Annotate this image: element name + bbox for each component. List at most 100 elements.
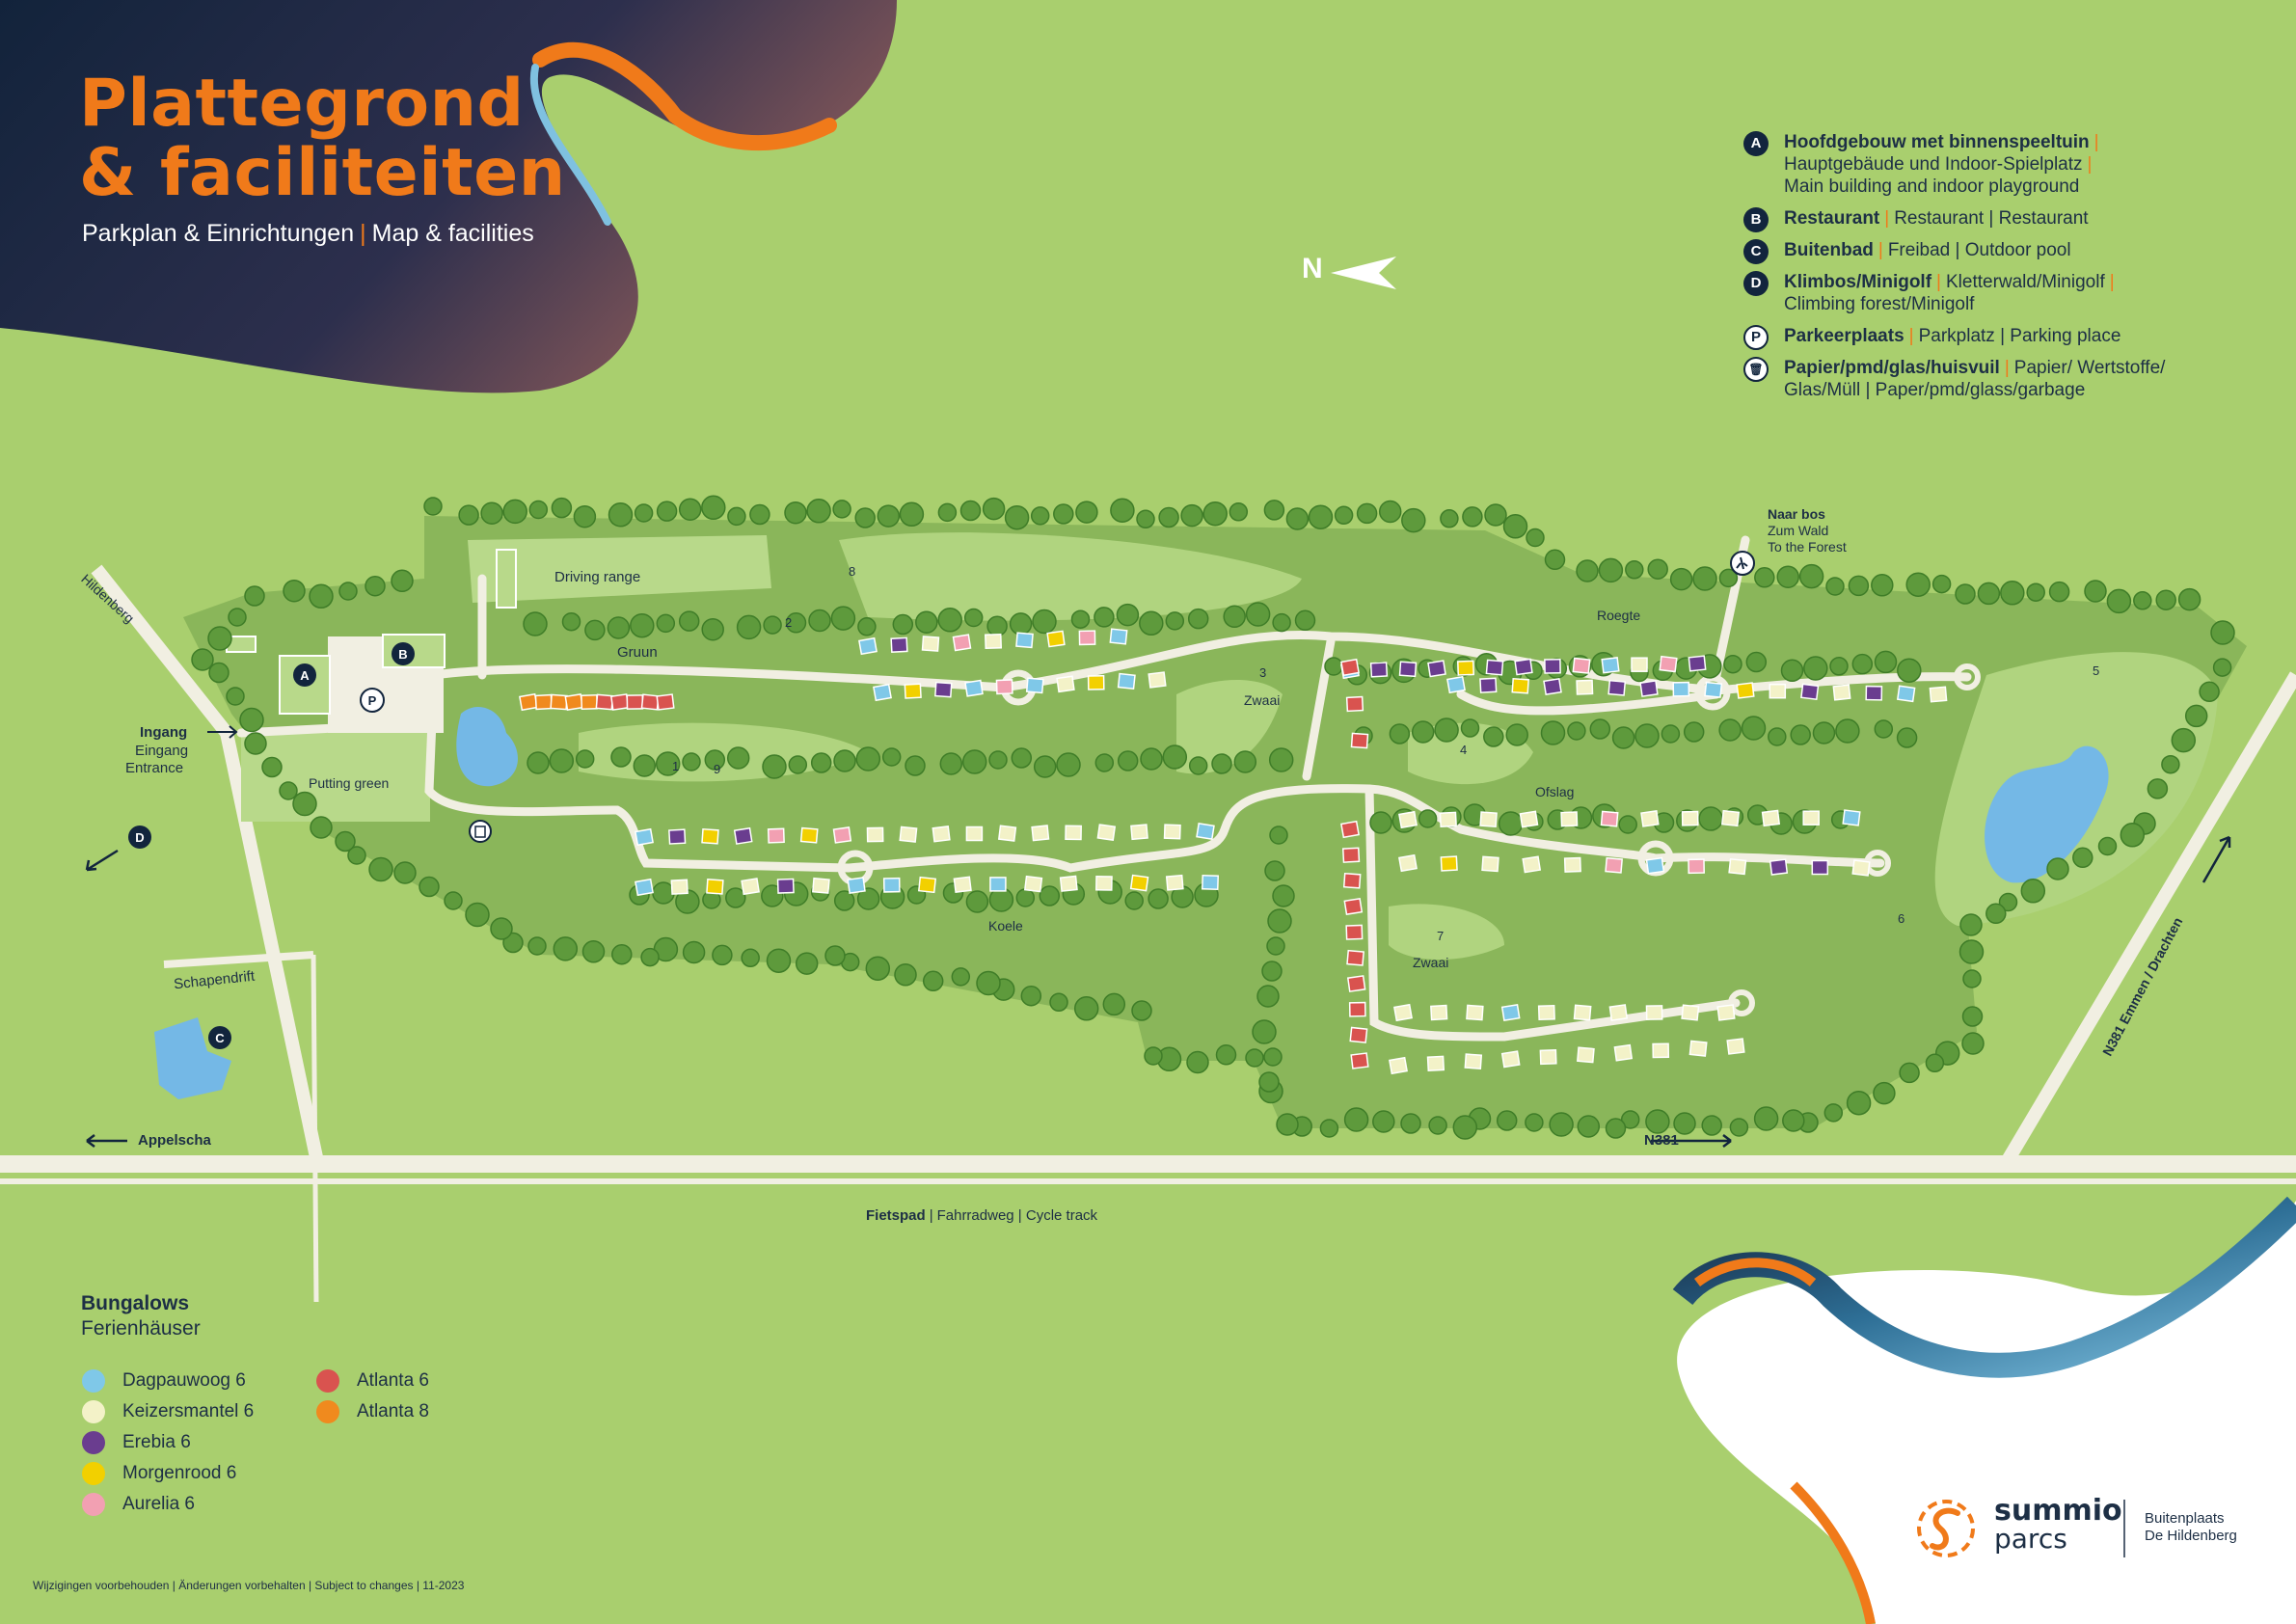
badge-a[interactable]: A bbox=[293, 663, 316, 687]
bungalow-marker[interactable] bbox=[997, 825, 1017, 842]
bungalow-marker[interactable] bbox=[1726, 1038, 1745, 1055]
bungalow-marker[interactable] bbox=[1769, 858, 1789, 876]
bungalow-marker[interactable] bbox=[741, 878, 760, 896]
bungalow-marker[interactable] bbox=[1398, 853, 1418, 873]
bungalow-marker[interactable] bbox=[706, 879, 724, 895]
bungalow-marker[interactable] bbox=[1130, 824, 1148, 841]
bungalow-marker[interactable] bbox=[1573, 1004, 1592, 1021]
bungalow-marker[interactable] bbox=[1196, 822, 1215, 841]
bungalow-marker[interactable] bbox=[1369, 662, 1389, 678]
bungalow-marker[interactable] bbox=[1560, 811, 1579, 827]
bungalow-marker[interactable] bbox=[1652, 1042, 1670, 1059]
bungalow-marker[interactable] bbox=[1716, 1004, 1736, 1021]
bungalow-marker[interactable] bbox=[1348, 1001, 1366, 1017]
bungalow-marker[interactable] bbox=[1577, 1046, 1595, 1064]
bungalow-marker[interactable] bbox=[866, 826, 884, 843]
bungalow-marker[interactable] bbox=[1350, 732, 1369, 749]
bungalow-marker[interactable] bbox=[1537, 1004, 1555, 1021]
bungalow-marker[interactable] bbox=[1600, 810, 1619, 827]
bungalow-marker[interactable] bbox=[1129, 874, 1149, 892]
bungalow-marker[interactable] bbox=[1163, 824, 1181, 840]
bungalow-marker[interactable] bbox=[776, 878, 795, 894]
bungalow-marker[interactable] bbox=[1613, 1043, 1634, 1062]
bungalow-marker[interactable] bbox=[1576, 679, 1594, 695]
bungalow-marker[interactable] bbox=[1761, 809, 1781, 827]
bungalow-marker[interactable] bbox=[1672, 681, 1690, 697]
bungalow-marker[interactable] bbox=[1688, 1040, 1708, 1057]
bungalow-marker[interactable] bbox=[581, 693, 599, 711]
bungalow-marker[interactable] bbox=[1688, 858, 1705, 875]
bungalow-marker[interactable] bbox=[1346, 975, 1366, 992]
bungalow-marker[interactable] bbox=[799, 826, 819, 844]
bungalow-marker[interactable] bbox=[1095, 875, 1113, 891]
bungalow-marker[interactable] bbox=[1688, 655, 1707, 672]
bungalow-marker[interactable] bbox=[668, 828, 687, 845]
bungalow-marker[interactable] bbox=[733, 826, 753, 845]
bungalow-marker[interactable] bbox=[1087, 674, 1105, 690]
bungalow-marker[interactable] bbox=[1539, 1049, 1557, 1066]
bungalow-marker[interactable] bbox=[550, 693, 568, 711]
bungalow-marker[interactable] bbox=[1522, 855, 1542, 874]
bungalow-marker[interactable] bbox=[1681, 1004, 1700, 1021]
bungalow-marker[interactable] bbox=[1481, 855, 1499, 873]
bungalow-marker[interactable] bbox=[635, 878, 654, 897]
bungalow-marker[interactable] bbox=[1514, 658, 1533, 676]
bungalow-marker[interactable] bbox=[1398, 810, 1418, 829]
bungalow-marker[interactable] bbox=[1393, 1003, 1413, 1022]
bungalow-marker[interactable] bbox=[1025, 677, 1044, 694]
bungalow-marker[interactable] bbox=[1832, 684, 1851, 701]
bungalow-marker[interactable] bbox=[1346, 949, 1364, 966]
bungalow-marker[interactable] bbox=[899, 826, 918, 843]
bungalow-marker[interactable] bbox=[1096, 824, 1117, 841]
bungalow-marker[interactable] bbox=[1456, 660, 1475, 676]
bungalow-marker[interactable] bbox=[1430, 1004, 1448, 1021]
bungalow-marker[interactable] bbox=[1031, 825, 1050, 842]
bungalow-marker[interactable] bbox=[640, 693, 660, 711]
bungalow-marker[interactable] bbox=[1811, 859, 1829, 876]
bungalow-marker[interactable] bbox=[670, 879, 689, 895]
bungalow-marker[interactable] bbox=[1842, 809, 1861, 826]
bungalow-marker[interactable] bbox=[1343, 897, 1364, 916]
bungalow-marker[interactable] bbox=[1464, 1053, 1483, 1069]
bungalow-marker[interactable] bbox=[1704, 681, 1723, 698]
bungalow-marker[interactable] bbox=[1720, 809, 1741, 827]
bungalow-marker[interactable] bbox=[1631, 657, 1648, 672]
bungalow-marker[interactable] bbox=[1109, 628, 1128, 645]
bungalow-marker[interactable] bbox=[1639, 680, 1659, 697]
bungalow-marker[interactable] bbox=[1544, 658, 1561, 674]
bungalow-marker[interactable] bbox=[656, 693, 675, 711]
bungalow-marker[interactable] bbox=[626, 694, 644, 710]
bungalow-marker[interactable] bbox=[1605, 856, 1623, 874]
bungalow-marker[interactable] bbox=[882, 877, 901, 893]
bungalow-marker[interactable] bbox=[1440, 855, 1458, 872]
bungalow-marker[interactable] bbox=[1427, 660, 1446, 678]
bungalow-marker[interactable] bbox=[1608, 1004, 1629, 1021]
bungalow-marker[interactable] bbox=[1511, 677, 1529, 694]
bungalow-marker[interactable] bbox=[1398, 661, 1418, 678]
bungalow-marker[interactable] bbox=[965, 826, 984, 842]
bungalow-marker[interactable] bbox=[701, 827, 719, 845]
bungalow-marker[interactable] bbox=[1485, 659, 1504, 676]
bungalow-marker[interactable] bbox=[1800, 683, 1820, 701]
bungalow-marker[interactable] bbox=[873, 683, 892, 702]
bungalow-marker[interactable] bbox=[952, 634, 972, 652]
bungalow-marker[interactable] bbox=[1046, 630, 1066, 648]
bungalow-marker[interactable] bbox=[1340, 658, 1360, 677]
bungalow-marker[interactable] bbox=[1479, 677, 1498, 693]
bungalow-marker[interactable] bbox=[1389, 1056, 1408, 1075]
bungalow-marker[interactable] bbox=[1500, 1050, 1521, 1069]
bungalow-marker[interactable] bbox=[1023, 875, 1043, 893]
garbage-icon[interactable] bbox=[469, 820, 492, 843]
bungalow-marker[interactable] bbox=[847, 877, 866, 894]
bungalow-marker[interactable] bbox=[1078, 630, 1096, 646]
bungalow-marker[interactable] bbox=[1802, 810, 1820, 826]
bungalow-marker[interactable] bbox=[609, 693, 630, 711]
bungalow-marker[interactable] bbox=[1728, 857, 1747, 876]
bungalow-marker[interactable] bbox=[635, 827, 654, 847]
bungalow-marker[interactable] bbox=[564, 692, 584, 712]
bungalow-marker[interactable] bbox=[1340, 820, 1360, 839]
bungalow-marker[interactable] bbox=[1601, 657, 1620, 674]
bungalow-marker[interactable] bbox=[1896, 685, 1916, 703]
badge-c[interactable]: C bbox=[208, 1026, 231, 1049]
bungalow-marker[interactable] bbox=[1851, 859, 1871, 877]
